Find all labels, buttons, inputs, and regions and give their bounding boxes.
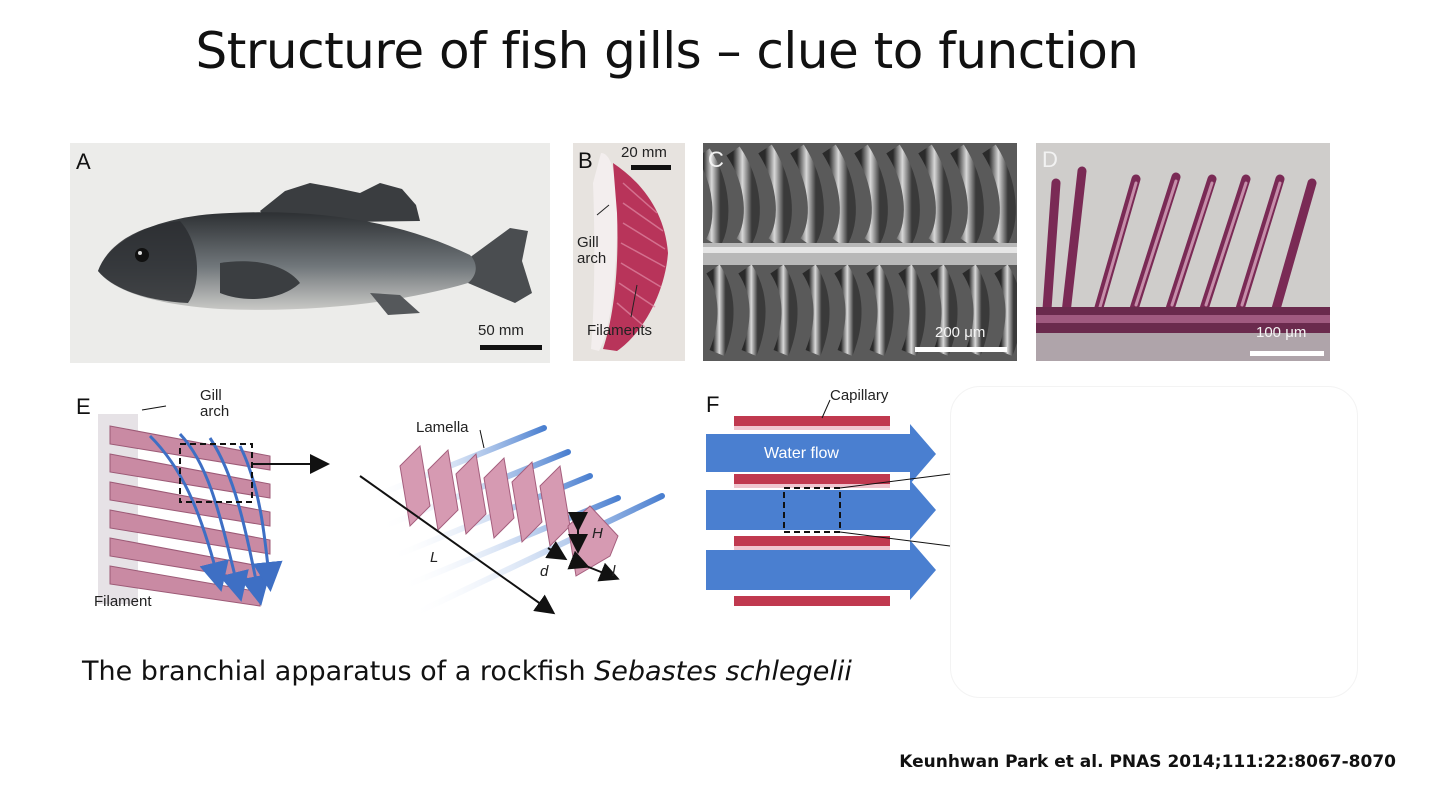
panel-f-capillary-label: Capillary <box>830 387 889 404</box>
panel-d-scale-bar <box>1250 351 1324 356</box>
panel-a-scale-bar <box>480 345 542 350</box>
panel-e-symbol-L: L <box>430 549 439 566</box>
panel-a-label: A <box>76 149 91 174</box>
panel-e-label: E <box>76 394 91 419</box>
panel-d-label: D <box>1042 147 1058 172</box>
gill-schematic-illustration <box>98 405 665 619</box>
figure-caption: The branchial apparatus of a rockfish Se… <box>82 656 852 687</box>
sem-filaments-illustration <box>703 143 1017 361</box>
panel-e-filament-label: Filament <box>94 593 152 610</box>
panel-f-flow-diagram: F Capillary Water flow <box>704 386 954 616</box>
caption-text: The branchial apparatus of a rockfish <box>82 656 595 687</box>
panel-d-histology-section: D 100 μm <box>1036 143 1330 361</box>
panel-a-scale-text: 50 mm <box>478 322 524 339</box>
caption-species: Sebastes schlegelii <box>594 656 852 687</box>
panel-e-symbol-d: d <box>540 563 549 580</box>
slide-title: Structure of fish gills – clue to functi… <box>195 22 1139 80</box>
panel-e-symbol-H: H <box>592 525 603 542</box>
fish-illustration <box>98 183 532 315</box>
panel-f-label: F <box>706 392 720 417</box>
panel-c-scale-bar <box>915 347 1007 352</box>
panel-b-gill-arch-label: Gill arch <box>577 234 607 267</box>
panel-a-fish-photo: A 50 mm <box>70 143 550 363</box>
citation: Keunhwan Park et al. PNAS 2014;111:22:80… <box>899 752 1396 772</box>
panel-b-filaments-label: Filaments <box>587 322 653 339</box>
panel-d-scale-text: 100 μm <box>1256 324 1307 341</box>
panel-e-lamella-label: Lamella <box>416 419 469 436</box>
empty-inset-frame <box>950 386 1358 698</box>
panel-c-sem-micrograph: C 200 μm <box>703 143 1017 361</box>
panel-e-symbol-l: l <box>612 563 616 580</box>
panel-b-scale-bar <box>631 165 671 170</box>
panel-e-gill-arch-label: Gill arch <box>200 387 230 420</box>
panel-c-label: C <box>708 147 724 172</box>
panel-b-scale-text: 20 mm <box>621 144 667 161</box>
panel-f-water-flow-label: Water flow <box>764 445 839 462</box>
panel-e-schematic: E Gill arch Lamella Filament L H d l <box>70 386 690 632</box>
panel-b-label: B <box>578 148 593 173</box>
panel-b-gill-arch-photo: B 20 mm Gill arch Filaments <box>573 143 685 361</box>
panel-c-scale-text: 200 μm <box>935 324 986 341</box>
histology-illustration <box>1036 166 1330 361</box>
flow-diagram-illustration <box>706 399 951 606</box>
gill-arch-illustration <box>591 153 668 351</box>
